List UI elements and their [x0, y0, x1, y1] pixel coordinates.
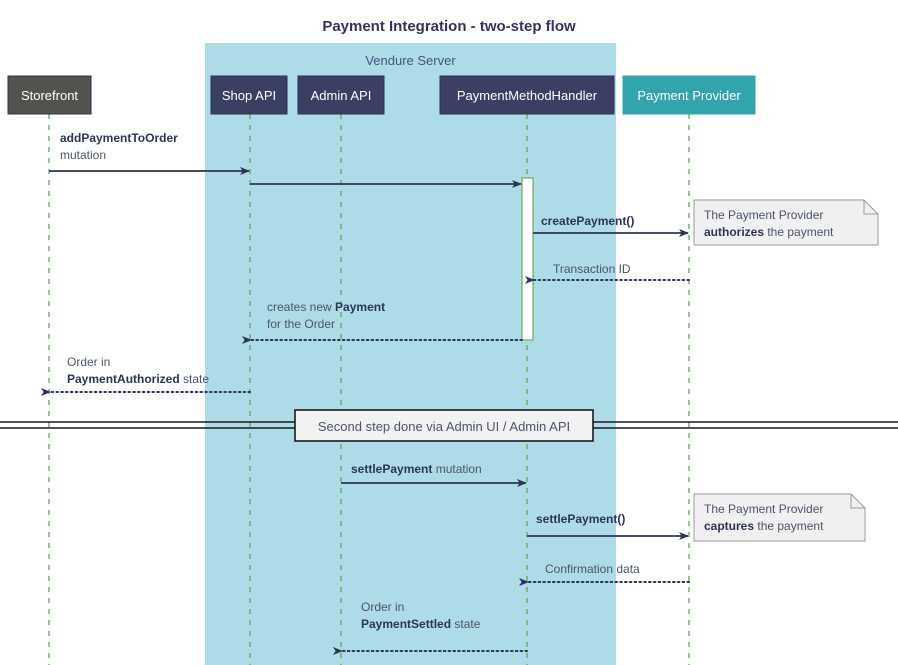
group-panel	[205, 43, 616, 665]
participant-box[interactable]	[7, 75, 92, 115]
participant-label: Payment Provider	[637, 88, 741, 103]
messages-layer: addPaymentToOrder mutation createPayment()…	[41, 131, 690, 655]
svg-text:PaymentAuthorized state: PaymentAuthorized state	[67, 372, 209, 386]
svg-text:The Payment Provider: The Payment Provider	[704, 208, 823, 222]
svg-text:Confirmation data: Confirmation data	[545, 562, 640, 576]
svg-text:creates new Payment: creates new Payment	[267, 300, 385, 314]
svg-text:settlePayment mutation: settlePayment mutation	[351, 462, 482, 476]
svg-text:createPayment(): createPayment()	[541, 214, 634, 228]
svg-text:addPaymentToOrder: addPaymentToOrder	[60, 131, 178, 145]
participant-label: Shop API	[222, 88, 276, 103]
participants-layer: Storefront Shop API Admin API PaymentMethod…	[7, 75, 756, 115]
participant-label: PaymentMethodHandler	[457, 88, 598, 103]
svg-text:authorizes the payment: authorizes the payment	[704, 225, 834, 239]
participant-storefront[interactable]: Storefront	[7, 75, 92, 115]
activation-bar	[521, 177, 534, 341]
participant-box[interactable]	[622, 75, 756, 115]
note-note-captures: The Payment Provider captures the payment	[693, 493, 866, 542]
participant-label: Admin API	[311, 88, 372, 103]
participant-label: Storefront	[21, 88, 78, 103]
participant-box[interactable]	[297, 75, 385, 115]
note-note-authorizes: The Payment Provider authorizes the payme…	[693, 199, 879, 246]
svg-text:settlePayment(): settlePayment()	[536, 512, 625, 526]
participant-shop-api[interactable]: Shop API	[210, 75, 288, 115]
svg-text:The Payment Provider: The Payment Provider	[704, 502, 823, 516]
svg-text:Order in: Order in	[67, 355, 110, 369]
svg-text:for the Order: for the Order	[267, 317, 335, 331]
notes-layer: The Payment Provider authorizes the payme…	[693, 199, 879, 542]
svg-text:PaymentSettled state: PaymentSettled state	[361, 617, 481, 631]
svg-text:mutation: mutation	[60, 148, 106, 162]
svg-text:Transaction ID: Transaction ID	[553, 262, 631, 276]
divider-label-box	[294, 409, 594, 442]
svg-text:Order in: Order in	[361, 600, 404, 614]
participant-box[interactable]	[210, 75, 288, 115]
vendure-server-group: Vendure Server	[205, 43, 616, 665]
participant-payment-provider[interactable]: Payment Provider	[622, 75, 756, 115]
participant-payment-method-handler[interactable]: PaymentMethodHandler	[439, 75, 615, 115]
svg-text:captures the payment: captures the payment	[704, 519, 824, 533]
divider-label: Second step done via Admin UI / Admin AP…	[294, 409, 594, 442]
participant-admin-api[interactable]: Admin API	[297, 75, 385, 115]
activations-layer	[521, 177, 534, 341]
group-title: Vendure Server	[365, 53, 456, 68]
diagram-title: Payment Integration - two-step flow	[322, 18, 576, 35]
participant-box[interactable]	[439, 75, 615, 115]
divider-label-text: Second step done via Admin UI / Admin AP…	[318, 419, 570, 434]
